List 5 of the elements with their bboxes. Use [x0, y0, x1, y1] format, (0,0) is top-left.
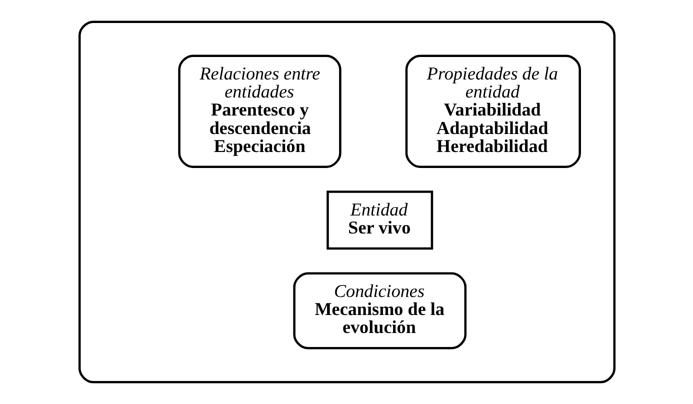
node-box: Relaciones entre entidades Parentesco y descendencia Especiación — [178, 54, 341, 168]
node-box: Condiciones Mecanismo de la evolución — [292, 272, 466, 350]
node-box: Propiedades de la entidad Variabilidad Adaptabilidad Heredabilidad — [404, 54, 580, 168]
node-box: Entidad Ser vivo — [326, 190, 433, 250]
cluster — [78, 20, 616, 384]
